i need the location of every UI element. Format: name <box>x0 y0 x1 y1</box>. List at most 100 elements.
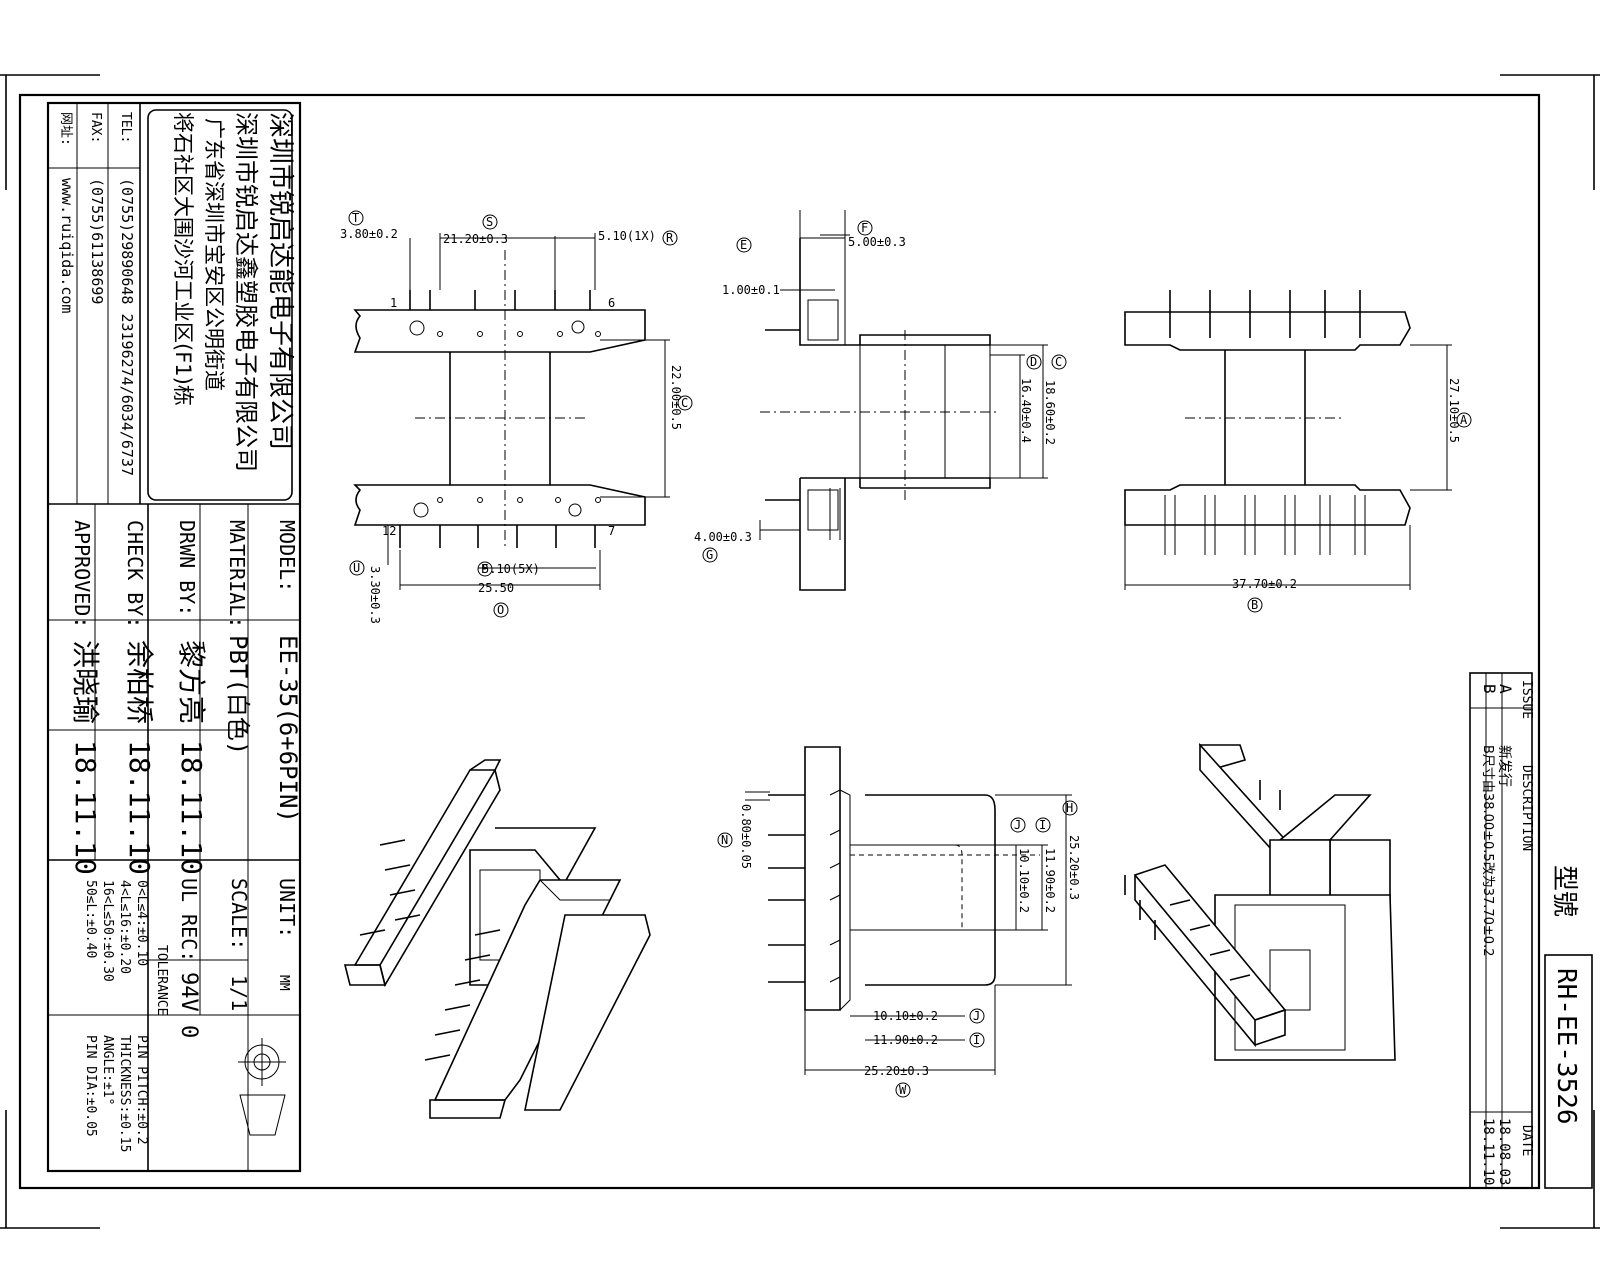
svg-text:ISSUE: ISSUE <box>1519 680 1534 719</box>
rev-a-date: 18.08.03 <box>1496 1118 1512 1185</box>
company-name-1: 深圳市锐启达能电子有限公司 <box>265 112 295 450</box>
svg-text:PIN PITCH:±0.2: PIN PITCH:±0.2 <box>134 1035 149 1145</box>
title-block <box>46 101 302 1173</box>
svg-text:0.80±0.05: 0.80±0.05 <box>739 804 753 869</box>
svg-text:W: W <box>899 1083 907 1097</box>
svg-text:MODEL:: MODEL: <box>275 520 299 592</box>
view-front-labels: 10.10±0.2 11.90±0.2 25.20±0.3 <box>864 1009 938 1078</box>
svg-text:余柏桥: 余柏桥 <box>123 640 156 724</box>
svg-text:UL REC:: UL REC: <box>177 878 201 962</box>
svg-text:www.ruiqida.com: www.ruiqida.com <box>58 178 76 313</box>
dim-bottom-offset: 3.30±0.3 <box>368 566 382 624</box>
svg-text:(0755)29890648 23196274/6034/: (0755)29890648 23196274/6034/6737 <box>118 178 136 476</box>
check-label: CHECK BY: <box>123 520 147 628</box>
svg-text:型號: 型號 <box>1549 865 1579 917</box>
web-label: 网址: <box>58 112 73 146</box>
pin-tolerance-2: THICKNESS:±0.15 <box>117 1035 132 1152</box>
svg-text:(0755)61138699: (0755)61138699 <box>88 178 106 304</box>
approved-name: 洪晓瑜 <box>69 640 102 724</box>
svg-text:18.11.10: 18.11.10 <box>69 740 102 875</box>
svg-text:FAX:: FAX: <box>88 112 103 143</box>
drwn-label: DRWN BY: <box>175 520 199 616</box>
tolerance-label: TOLERANCE <box>154 945 169 1015</box>
svg-text:A: A <box>1496 684 1515 694</box>
check-date: 18.11.10 <box>123 740 156 875</box>
svg-text:APPROVED:: APPROVED: <box>70 520 94 628</box>
svg-text:J: J <box>973 1009 980 1023</box>
approved-label: APPROVED: <box>70 520 94 628</box>
drwn-date: 18.11.10 <box>175 740 208 875</box>
pin-label-7: 7 <box>608 524 615 538</box>
svg-text:J: J <box>1014 818 1021 832</box>
dim-front-w: 25.20±0.3 <box>864 1064 929 1078</box>
ul-label: UL REC: <box>177 878 201 962</box>
svg-text:18.60±0.2: 18.60±0.2 <box>1043 380 1057 445</box>
svg-text:THICKNESS:±0.15: THICKNESS:±0.15 <box>117 1035 132 1152</box>
svg-text:深圳市锐启达鑫塑胶电子有限公司: 深圳市锐启达鑫塑胶电子有限公司 <box>232 112 260 472</box>
svg-text:18.11.10: 18.11.10 <box>1480 1118 1496 1185</box>
unit-value: MM <box>276 975 291 991</box>
dim-height-c: 22.00±0.5 <box>669 365 683 430</box>
svg-text:洪晓瑜: 洪晓瑜 <box>69 640 102 724</box>
svg-text:PIN DIA:±0.05: PIN DIA:±0.05 <box>83 1035 98 1137</box>
drwn-name: 黎方亮 <box>175 640 208 724</box>
svg-text:EE-35(6+6PIN): EE-35(6+6PIN) <box>274 635 302 823</box>
svg-text:MM: MM <box>276 975 291 991</box>
fax-value: (0755)61138699 <box>88 178 106 304</box>
dim-front-j: 10.10±0.2 <box>1017 848 1031 913</box>
check-name: 余柏桥 <box>123 640 156 724</box>
approved-date: 18.11.10 <box>69 740 102 875</box>
model-label: MODEL: <box>275 520 299 592</box>
svg-text:B: B <box>1251 598 1258 612</box>
scale-value: 1/1 <box>227 975 251 1011</box>
svg-text:50≤L:±0.40: 50≤L:±0.40 <box>83 880 98 958</box>
svg-text:B: B <box>1480 684 1499 694</box>
view-top-labels: 21.20±0.3 3.80±0.2 5.10(1X) 1 6 12 7 5.1… <box>340 227 656 595</box>
dim-front-i2: 11.90±0.2 <box>873 1033 938 1047</box>
svg-text:深圳市锐启达能电子有限公司: 深圳市锐启达能电子有限公司 <box>265 112 295 450</box>
markers: S T R C U P O E F C D G A B N H I J J I … <box>348 210 1472 1098</box>
tolerance-1: 0<L≤4:±0.10 <box>134 880 149 966</box>
issue-label: ISSUE <box>1519 680 1534 719</box>
view-front <box>745 746 1072 1075</box>
svg-text:C: C <box>681 396 688 410</box>
view-side-labels: 1.00±0.1 5.00±0.3 4.00±0.3 <box>694 235 906 544</box>
svg-text:PBT(白色): PBT(白色) <box>224 635 252 755</box>
tel-value: (0755)29890648 23196274/6034/6737 <box>118 178 136 476</box>
svg-text:广东省深圳市宝安区公明街道: 广东省深圳市宝安区公明街道 <box>202 118 226 391</box>
dim-side-2: 5.00±0.3 <box>848 235 906 249</box>
svg-text:TEL:: TEL: <box>118 112 133 143</box>
svg-text:RH-EE-3526: RH-EE-3526 <box>1551 968 1581 1125</box>
svg-text:SCALE:: SCALE: <box>227 878 251 950</box>
svg-text:I: I <box>973 1033 980 1047</box>
svg-text:T: T <box>352 211 359 225</box>
svg-text:R: R <box>666 231 674 245</box>
pin-tolerance-4: PIN DIA:±0.05 <box>83 1035 98 1137</box>
svg-text:D: D <box>1030 355 1037 369</box>
svg-text:B尺寸由38.00±0.5改为37.70±0.2: B尺寸由38.00±0.5改为37.70±0.2 <box>1480 745 1495 957</box>
svg-text:DATE: DATE <box>1519 1125 1534 1156</box>
svg-text:16.40±0.4: 16.40±0.4 <box>1019 378 1033 443</box>
svg-text:3.30±0.3: 3.30±0.3 <box>368 566 382 624</box>
svg-text:新发行: 新发行 <box>1496 745 1512 787</box>
dim-side-d: 16.40±0.4 <box>1019 378 1033 443</box>
view-right-labels: 37.70±0.2 <box>1232 577 1297 591</box>
fax-label: FAX: <box>88 112 103 143</box>
tolerance-2: 4<L≤16:±0.20 <box>117 880 132 974</box>
svg-text:O: O <box>497 603 504 617</box>
company-name-2: 深圳市锐启达鑫塑胶电子有限公司 <box>232 112 260 472</box>
company-address-2: 将石社区大围沙河工业区(F1)栋 <box>171 112 195 406</box>
revision-block <box>1469 672 1593 1189</box>
svg-text:MATERIAL:: MATERIAL: <box>225 520 249 628</box>
view-side <box>759 210 1048 591</box>
pin-tolerance-1: PIN PITCH:±0.2 <box>134 1035 149 1145</box>
part-number: RH-EE-3526 <box>1551 968 1581 1125</box>
svg-text:N: N <box>721 833 728 847</box>
dim-right-b: 37.70±0.2 <box>1232 577 1297 591</box>
svg-text:G: G <box>706 548 713 562</box>
dim-top-pitch: 21.20±0.3 <box>443 232 508 246</box>
svg-text:0<L≤4:±0.10: 0<L≤4:±0.10 <box>134 880 149 966</box>
svg-text:16<L≤50:±0.30: 16<L≤50:±0.30 <box>100 880 115 982</box>
svg-text:U: U <box>353 561 360 575</box>
pin-tolerance-3: ANGLE:±1° <box>100 1035 115 1105</box>
